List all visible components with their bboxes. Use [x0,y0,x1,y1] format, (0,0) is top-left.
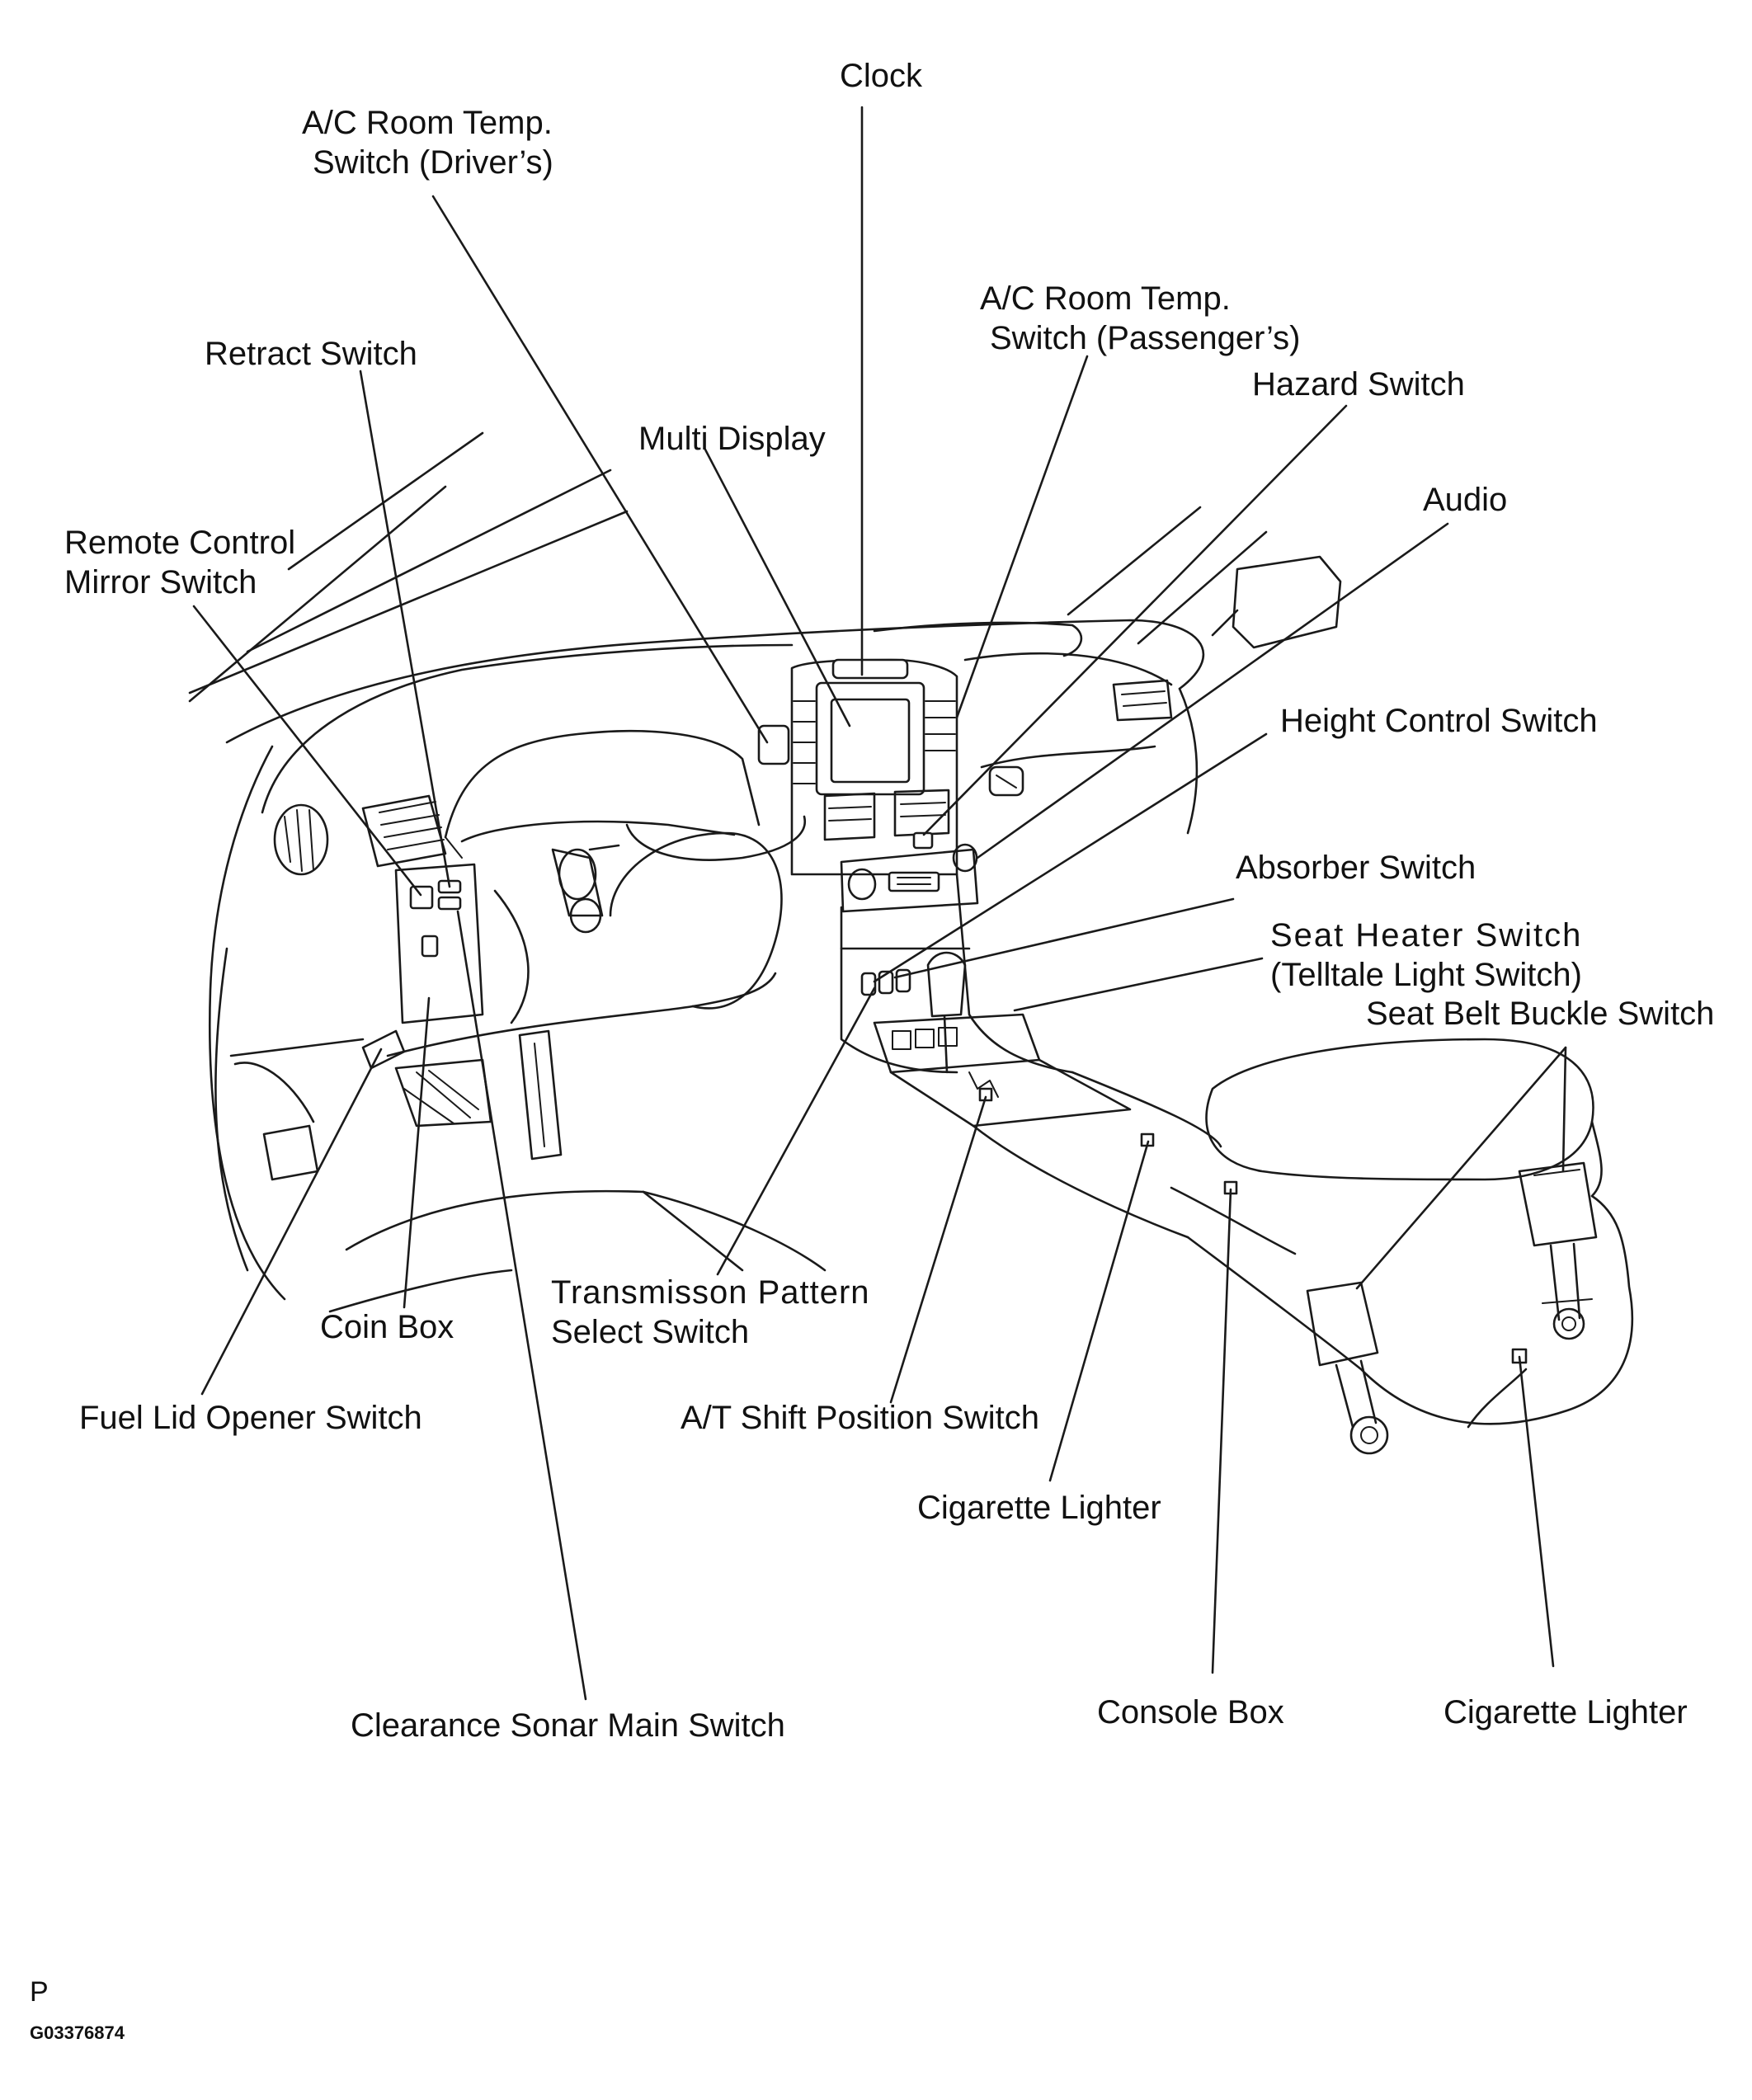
leader-cig-front [1048,1140,1150,1482]
leader-belt-buckle-2 [1561,1046,1567,1173]
leader-ac-driver [431,195,769,744]
label-coin-box: Coin Box [320,1309,454,1345]
interior-illustration [188,431,1634,1455]
leader-lines [192,106,1567,1701]
label-console-box: Console Box [1097,1694,1284,1730]
label-height-control-switch: Height Control Switch [1280,703,1598,739]
label-remote-control-mirror-switch: Remote Control Mirror Switch [64,523,295,602]
label-transmission-line-1: Transmisson Pattern [551,1274,870,1311]
label-multi-display: Multi Display [638,421,826,457]
leader-at-shift [889,1095,987,1404]
leader-sonar [456,910,587,1701]
label-ac-passenger-line-2: Switch (Passenger’s) [990,320,1301,356]
label-transmission-pattern-select-switch: Transmisson Pattern Select Switch [551,1273,870,1352]
label-clearance-sonar-main-switch: Clearance Sonar Main Switch [351,1707,785,1744]
label-audio: Audio [1423,482,1508,518]
leader-multi-display [704,448,851,727]
leader-audio [976,522,1449,859]
leader-coin-box [403,996,431,1309]
label-ac-room-temp-passenger: A/C Room Temp. Switch (Passenger’s) [980,279,1300,358]
leader-hazard [922,404,1348,836]
label-fuel-lid-opener-switch: Fuel Lid Opener Switch [79,1400,422,1436]
label-hazard-switch: Hazard Switch [1252,366,1465,403]
label-ac-room-temp-driver: A/C Room Temp. Switch (Driver’s) [301,103,553,182]
leader-absorber [893,897,1235,979]
label-cigarette-lighter-front: Cigarette Lighter [917,1490,1161,1526]
label-mirror-line-1: Remote Control [64,525,296,561]
label-transmission-line-2: Select Switch [551,1314,750,1350]
label-ac-passenger-line-1: A/C Room Temp. [980,280,1231,317]
label-clock: Clock [840,58,923,94]
label-ac-driver-line-1: A/C Room Temp. [302,105,553,141]
leader-fuel-lid [200,1048,383,1396]
leader-cig-rear [1518,1355,1555,1668]
label-ac-driver-line-2: Switch (Driver’s) [313,144,553,181]
label-at-shift-position-switch: A/T Shift Position Switch [681,1400,1039,1436]
leader-height [873,732,1268,983]
leader-seat-heater [1013,957,1264,1012]
label-seat-heater-line-2: (Telltale Light Switch) [1270,957,1582,993]
leader-ac-passenger [955,355,1089,719]
label-seat-heater-line-1: Seat Heater Switch [1270,917,1583,953]
leader-console-box [1211,1188,1232,1674]
section-letter: P [30,1976,49,2008]
label-absorber-switch: Absorber Switch [1236,850,1476,886]
figure-code: G03376874 [30,2022,125,2043]
leader-mirror [192,605,422,897]
label-cigarette-lighter-rear: Cigarette Lighter [1444,1694,1688,1730]
leader-retract [359,370,451,888]
label-mirror-line-2: Mirror Switch [64,564,257,600]
label-seat-belt-buckle-switch: Seat Belt Buckle Switch [1366,996,1715,1032]
leader-transmission-2 [716,986,876,1276]
leader-belt-buckle-1 [1355,1046,1567,1290]
label-retract-switch: Retract Switch [205,336,417,372]
label-seat-heater-switch: Seat Heater Switch (Telltale Light Switc… [1270,916,1582,995]
